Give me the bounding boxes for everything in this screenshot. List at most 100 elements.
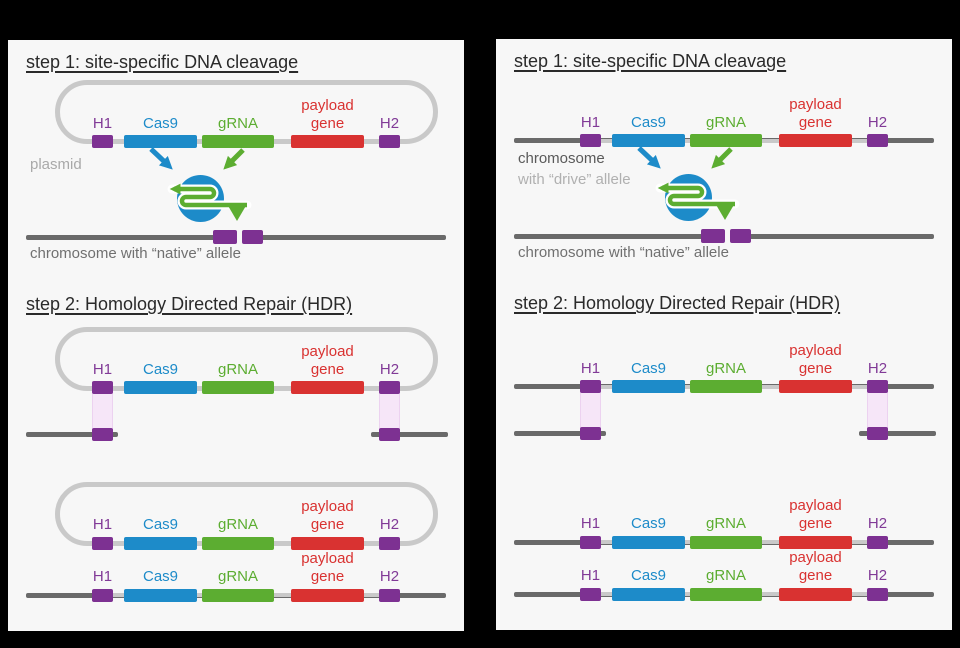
panel-plasmid-version: step 1: site-specific DNA cleavage H1 Ca… bbox=[8, 40, 464, 631]
h2-homology-box bbox=[867, 134, 888, 147]
payload-gene-box bbox=[291, 381, 364, 394]
h1-label: H1 bbox=[580, 515, 601, 532]
h1-homology-box bbox=[92, 135, 113, 148]
homology-band-h1 bbox=[92, 387, 113, 434]
drive-allele-caption-line1: chromosome bbox=[518, 150, 605, 167]
h1-label: H1 bbox=[92, 568, 113, 585]
chromosome-line bbox=[243, 234, 446, 240]
h2-label: H2 bbox=[379, 360, 400, 378]
payload-gene-label: payload gene bbox=[789, 549, 842, 584]
homology-band-h1 bbox=[580, 386, 601, 433]
native-site-box bbox=[242, 230, 263, 244]
cas9-gene-box bbox=[124, 588, 197, 602]
grna-gene-box bbox=[202, 135, 274, 148]
h2-homology-box bbox=[867, 535, 888, 549]
h1-label: H1 bbox=[580, 567, 601, 584]
h2-label: H2 bbox=[379, 568, 400, 585]
cas9-label: Cas9 bbox=[142, 568, 179, 585]
grna-gene-box bbox=[202, 536, 274, 550]
h1-site-box bbox=[580, 426, 601, 440]
chromosome-fragment-line bbox=[859, 430, 936, 436]
payload-gene-label: payload gene bbox=[789, 95, 842, 131]
chromosome-fragment-line bbox=[371, 431, 448, 437]
step1-title: step 1: site-specific DNA cleavage bbox=[514, 51, 787, 71]
cas9-gene-box bbox=[612, 134, 685, 147]
h2-site-box bbox=[867, 426, 888, 440]
native-allele-caption: chromosome with “native” allele bbox=[30, 245, 241, 262]
cas9-label: Cas9 bbox=[630, 567, 667, 584]
grna-label: gRNA bbox=[705, 359, 746, 377]
h2-homology-box bbox=[867, 587, 888, 601]
h2-homology-box bbox=[379, 381, 400, 394]
h2-label: H2 bbox=[867, 567, 888, 584]
h2-label: H2 bbox=[867, 113, 888, 131]
cas9-label: Cas9 bbox=[630, 515, 667, 532]
step2-title: step 2: Homology Directed Repair (HDR) bbox=[514, 293, 841, 313]
step2-title: step 2: Homology Directed Repair (HDR) bbox=[26, 294, 353, 314]
grna-label: gRNA bbox=[705, 113, 746, 131]
grna-label: gRNA bbox=[705, 567, 746, 584]
h2-homology-box bbox=[867, 380, 888, 393]
grna-arrow-icon bbox=[711, 147, 733, 169]
h2-label: H2 bbox=[379, 114, 400, 132]
h2-homology-box bbox=[379, 536, 400, 550]
grna-gene-box bbox=[202, 588, 274, 602]
cas9-gene-box bbox=[612, 587, 685, 601]
cas9-gene-box bbox=[124, 135, 197, 148]
cas9-gene-box bbox=[124, 536, 197, 550]
cas9-arrow-icon bbox=[149, 147, 173, 170]
h1-label: H1 bbox=[580, 359, 601, 377]
payload-gene-box bbox=[779, 380, 852, 393]
h2-label: H2 bbox=[867, 515, 888, 532]
h2-label: H2 bbox=[379, 516, 400, 533]
cas9-gene-box bbox=[612, 535, 685, 549]
grna-label: gRNA bbox=[217, 114, 258, 132]
h1-homology-box bbox=[92, 536, 113, 550]
payload-gene-label: payload gene bbox=[301, 550, 354, 585]
grna-gene-box bbox=[690, 380, 762, 393]
cas9-gene-box bbox=[612, 380, 685, 393]
h1-homology-box bbox=[92, 588, 113, 602]
payload-gene-label: payload gene bbox=[789, 497, 842, 532]
h1-label: H1 bbox=[92, 114, 113, 132]
drive-allele-caption-line2: with “drive” allele bbox=[518, 171, 631, 188]
payload-gene-box bbox=[291, 135, 364, 148]
chromosome-line bbox=[514, 233, 724, 239]
chromosome-line bbox=[26, 234, 236, 240]
grna-gene-box bbox=[202, 381, 274, 394]
chromosome-fragment-line bbox=[26, 431, 118, 437]
h2-site-box bbox=[379, 427, 400, 441]
h1-homology-box bbox=[92, 381, 113, 394]
cut-site-pointer-icon bbox=[227, 204, 247, 221]
cas9-grna-complex bbox=[149, 147, 252, 222]
h1-homology-box bbox=[580, 535, 601, 549]
cas9-label: Cas9 bbox=[142, 516, 179, 533]
grna-gene-box bbox=[690, 134, 762, 147]
panel-drive-version: step 1: site-specific DNA cleavage H1 Ca… bbox=[496, 39, 952, 630]
h1-label: H1 bbox=[580, 113, 601, 131]
h2-homology-box bbox=[379, 135, 400, 148]
grna-strand-icon bbox=[169, 183, 247, 208]
grna-gene-box bbox=[690, 535, 762, 549]
payload-gene-box bbox=[779, 134, 852, 147]
payload-gene-box bbox=[291, 588, 364, 602]
payload-gene-box bbox=[291, 536, 364, 550]
payload-gene-box bbox=[779, 535, 852, 549]
payload-gene-label: payload gene bbox=[789, 341, 842, 377]
native-site-box bbox=[701, 229, 725, 243]
native-site-box bbox=[730, 229, 751, 243]
homology-band-h2 bbox=[867, 386, 888, 433]
native-allele-caption: chromosome with “native” allele bbox=[518, 244, 729, 261]
payload-gene-label: payload gene bbox=[301, 342, 354, 378]
plasmid-caption: plasmid bbox=[30, 156, 82, 173]
h1-label: H1 bbox=[92, 360, 113, 378]
native-site-box bbox=[213, 230, 237, 244]
grna-label: gRNA bbox=[217, 360, 258, 378]
cut-site-pointer-icon bbox=[715, 203, 735, 220]
cas9-label: Cas9 bbox=[142, 360, 179, 378]
cas9-arrow-icon bbox=[637, 146, 661, 169]
h2-homology-box bbox=[379, 588, 400, 602]
h1-homology-box bbox=[580, 587, 601, 601]
chromosome-line bbox=[731, 233, 934, 239]
grna-label: gRNA bbox=[705, 515, 746, 532]
